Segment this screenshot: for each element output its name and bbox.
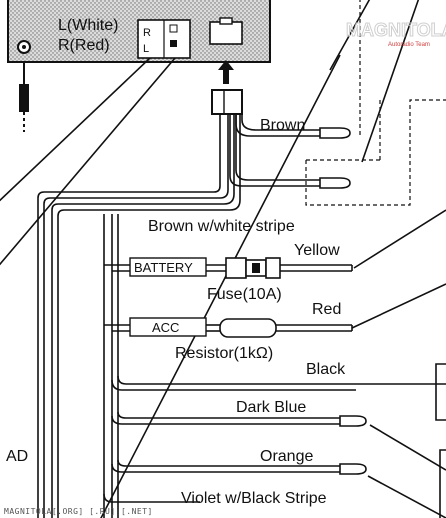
terminal-brown-white <box>319 177 351 189</box>
pin-r: R <box>143 27 151 39</box>
lower-branches <box>103 375 446 503</box>
label-yellow: Yellow <box>294 242 340 259</box>
label-brown: Brown <box>260 117 305 134</box>
label-violet-black: Violet w/Black Stripe <box>181 490 327 507</box>
battery-tag-text: BATTERY <box>134 260 193 275</box>
label-left-ad: AD <box>6 448 28 465</box>
acc-tag <box>129 317 207 337</box>
dashed-boxes <box>305 0 446 206</box>
terminal-dark-blue <box>339 415 367 427</box>
right-edge-connectors <box>435 363 446 518</box>
power-socket <box>209 21 243 45</box>
harness-plug <box>211 60 243 115</box>
head-unit-label-line1: L(White) <box>58 17 118 34</box>
fuse-holder <box>225 257 247 279</box>
right-trunk <box>103 214 130 518</box>
label-orange: Orange <box>260 448 313 465</box>
label-black: Black <box>306 361 346 378</box>
label-brown-white: Brown w/white stripe <box>148 218 295 235</box>
red-branch: ACC <box>129 317 353 338</box>
label-red: Red <box>312 301 341 318</box>
head-unit-label-line2: R(Red) <box>58 37 110 54</box>
head-unit: L(White) R(Red) R L <box>7 0 271 63</box>
footer-watermark: MAGNITOLA[.ORG] [.RU] [.NET] <box>4 507 153 516</box>
watermark-name: MAGNITOLA <box>346 20 446 40</box>
pin-l: L <box>143 43 149 55</box>
terminals <box>319 127 367 475</box>
resistor <box>219 318 277 338</box>
rca-cable <box>19 62 29 132</box>
battery-tag <box>129 257 207 277</box>
terminal-brown <box>319 127 351 139</box>
label-resistor: Resistor(1kΩ) <box>175 345 273 362</box>
watermark-team: Autoradio Team <box>388 42 430 48</box>
terminal-orange <box>339 463 367 475</box>
label-dark-blue: Dark Blue <box>236 399 306 416</box>
yellow-branch: BATTERY <box>129 257 353 279</box>
wire-bundle <box>37 114 320 518</box>
label-fuse: Fuse(10A) <box>207 286 282 303</box>
acc-tag-text: ACC <box>152 320 179 335</box>
